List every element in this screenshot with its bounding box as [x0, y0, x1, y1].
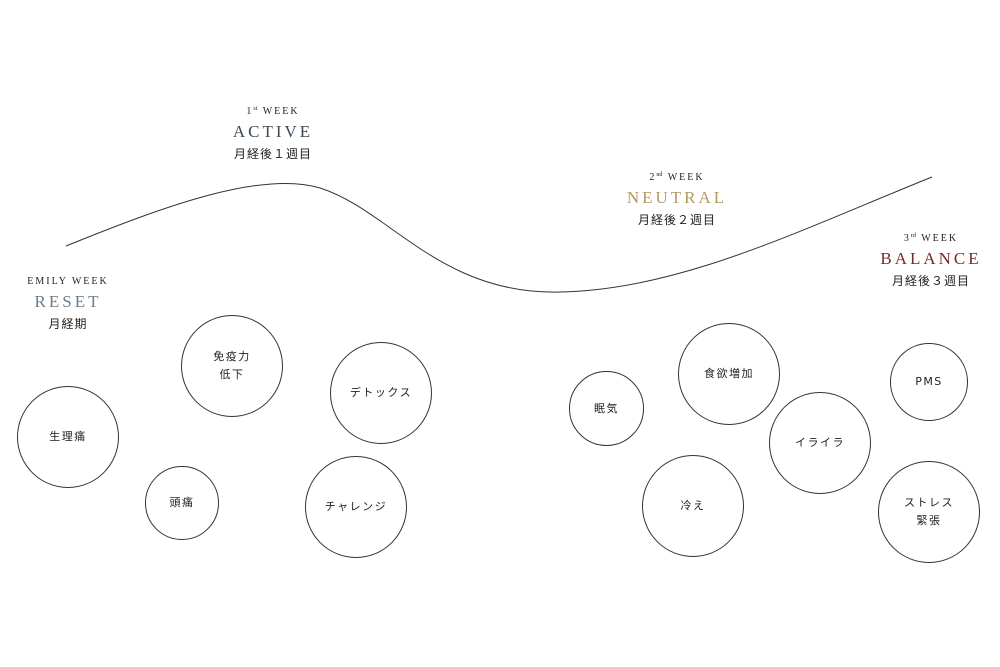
phase-reset-name: RESET — [34, 292, 102, 311]
wave-curve — [65, 176, 933, 293]
bubble-sleepiness: 眠気 — [569, 371, 644, 446]
bubble-headache: 頭痛 — [145, 466, 219, 540]
phase-balance-week: 3rd WEEK — [903, 233, 959, 244]
phase-reset-subtitle: 月経期 — [48, 317, 88, 331]
bubble-detox: デトックス — [330, 342, 432, 444]
bubble-stress-tension: ストレス 緊張 — [878, 461, 980, 563]
bubble-appetite-increase: 食欲増加 — [678, 323, 780, 425]
bubble-irritation: イライラ — [769, 392, 871, 494]
phase-neutral-week: 2nd WEEK — [649, 172, 705, 183]
phase-balance-subtitle: 月経後３週目 — [891, 274, 970, 288]
phase-active-week: 1st WEEK — [246, 106, 300, 117]
phase-neutral: 2nd WEEK NEUTRAL 月経後２週目 — [577, 168, 777, 229]
bubble-pms: PMS — [890, 343, 968, 421]
phase-balance: 3rd WEEK BALANCE 月経後３週目 — [831, 229, 1000, 290]
phase-reset-week: EMILY WEEK — [27, 276, 109, 287]
phase-neutral-subtitle: 月経後２週目 — [637, 213, 716, 227]
phase-reset: EMILY WEEK RESET 月経期 — [0, 275, 168, 333]
bubble-chills: 冷え — [642, 455, 744, 557]
phase-active-subtitle: 月経後１週目 — [233, 147, 312, 161]
phase-neutral-name: NEUTRAL — [626, 188, 728, 207]
bubble-low-immunity: 免疫力 低下 — [181, 315, 283, 417]
phase-active: 1st WEEK ACTIVE 月経後１週目 — [173, 102, 373, 163]
bubble-challenge: チャレンジ — [305, 456, 407, 558]
bubble-menstrual-pain: 生理痛 — [17, 386, 119, 488]
phase-active-name: ACTIVE — [232, 122, 314, 141]
phase-balance-name: BALANCE — [880, 249, 982, 268]
